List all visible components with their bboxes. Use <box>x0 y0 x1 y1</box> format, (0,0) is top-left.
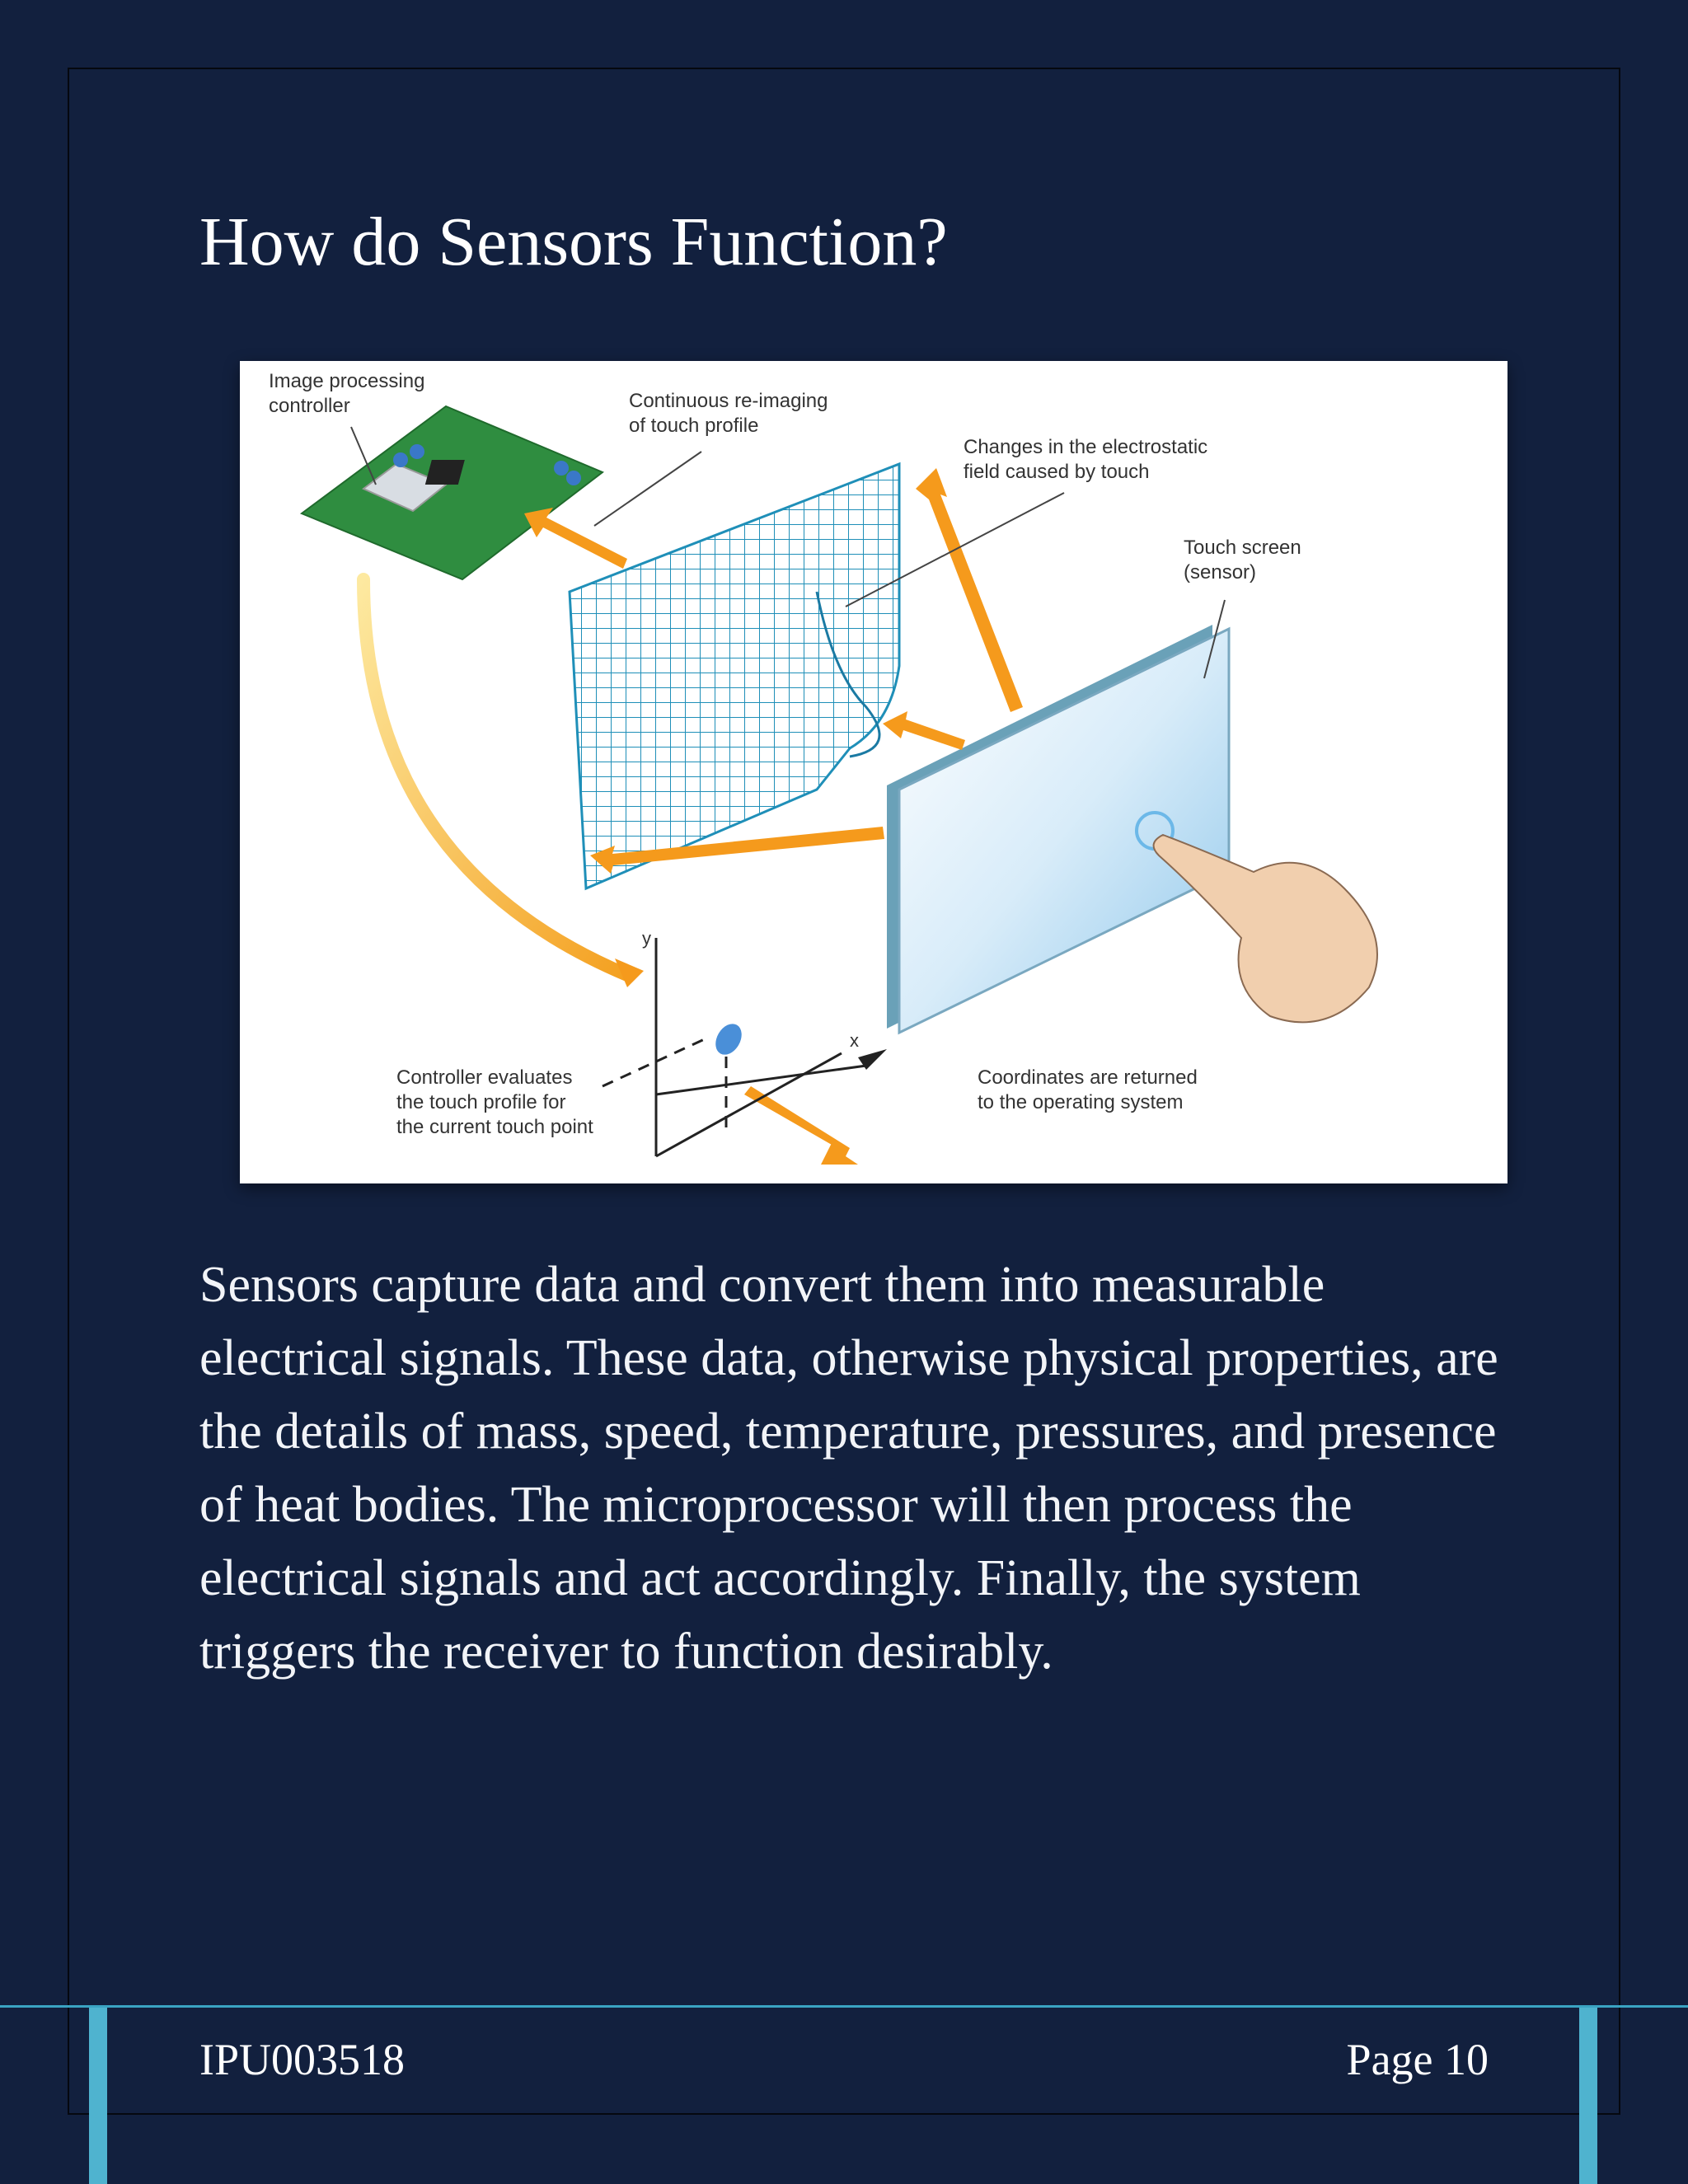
touch-sensor-diagram: Image processing controller Continuous r… <box>240 361 1507 1183</box>
footer-divider <box>0 2005 1688 2008</box>
footer-accent-left <box>89 2008 107 2184</box>
footer-page-number: Page 10 <box>1346 2035 1489 2084</box>
callout-lines <box>350 426 1226 679</box>
label-reimaging: Continuous re-imaging of touch profile <box>629 390 828 437</box>
axis-x-label: x <box>850 1030 859 1051</box>
xy-axes-icon <box>602 938 867 1158</box>
page-border <box>68 68 1620 2115</box>
diagram-graphics <box>299 405 1378 1165</box>
label-evaluate: Controller evaluates the touch profile f… <box>396 1066 593 1138</box>
touch-profile-grid-icon <box>568 462 901 891</box>
flow-arrows-icon <box>524 468 1023 1165</box>
hand-icon <box>1152 833 1378 1024</box>
label-field-change: Changes in the electrostatic field cause… <box>964 436 1208 483</box>
axis-y-label: y <box>642 928 651 949</box>
page-title: How do Sensors Function? <box>199 204 948 280</box>
label-controller: Image processing controller <box>269 370 425 417</box>
circuit-board-icon <box>299 405 604 581</box>
feedback-arrow-icon <box>357 573 634 982</box>
label-touch-screen: Touch screen (sensor) <box>1184 537 1301 583</box>
label-coordinates: Coordinates are returned to the operatin… <box>978 1066 1198 1113</box>
footer-accent-right <box>1579 2008 1597 2184</box>
footer-document-id: IPU003518 <box>199 2035 406 2084</box>
touch-screen-icon <box>887 625 1231 1035</box>
body-paragraph: Sensors capture data and convert them in… <box>199 1257 1498 1680</box>
touch-point-icon <box>715 1024 742 1055</box>
